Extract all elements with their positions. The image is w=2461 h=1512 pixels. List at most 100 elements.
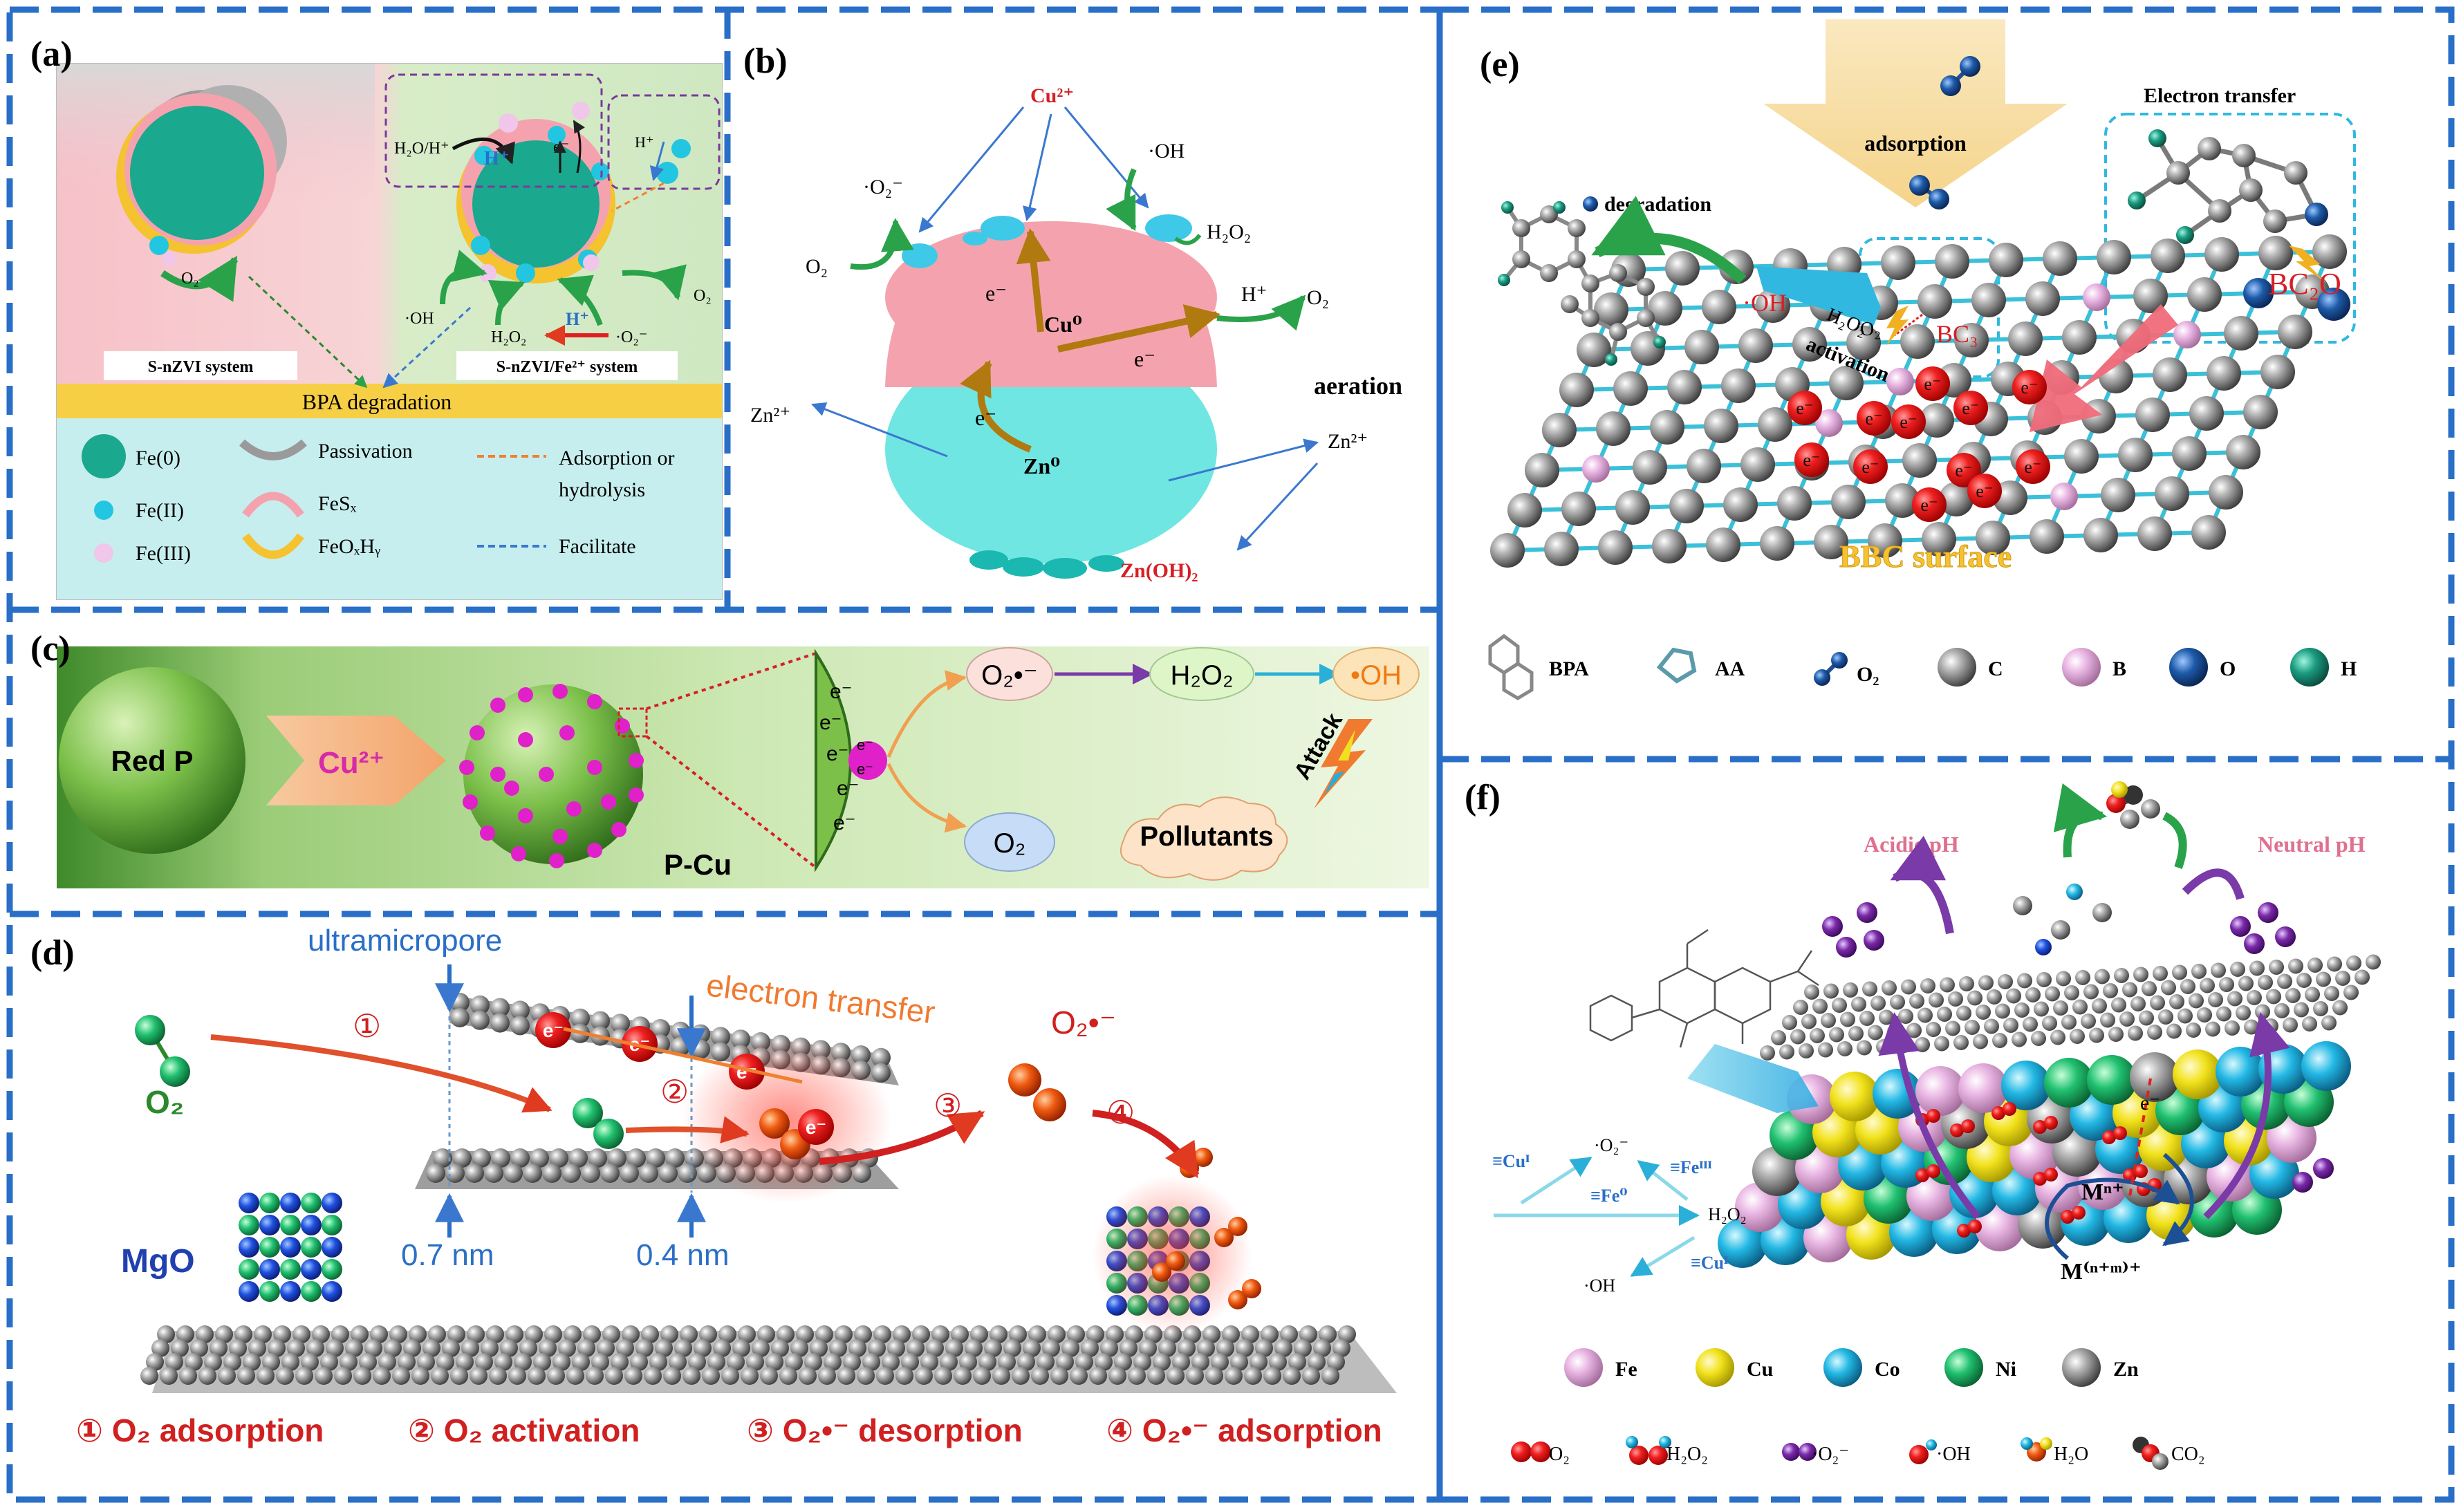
carbon-atom bbox=[2346, 955, 2361, 971]
carbon-atom bbox=[287, 1339, 305, 1357]
carbon-atom bbox=[926, 1339, 944, 1357]
carbon-atom bbox=[1909, 993, 1924, 1009]
panel-a-o2-right: O₂ bbox=[694, 287, 712, 305]
carbon-atom bbox=[210, 1339, 227, 1357]
carbon-atom bbox=[1929, 992, 1944, 1008]
carbon-atom bbox=[1917, 1007, 1933, 1023]
panel-e-electron-transfer: Electron transfer bbox=[2144, 84, 2296, 107]
pollutant-atom bbox=[2051, 920, 2070, 940]
carbon-atom bbox=[273, 1325, 291, 1343]
carbon-atom bbox=[1777, 486, 1812, 521]
carbon-atom bbox=[1613, 371, 1648, 406]
carbon-atom bbox=[1840, 1011, 1855, 1027]
pollutant-atom bbox=[2013, 896, 2032, 915]
carbon-atom bbox=[1959, 976, 1974, 991]
metal-atom bbox=[2173, 1049, 2222, 1099]
legend-passivation-label: Passivation bbox=[318, 440, 413, 463]
carbon-atom bbox=[523, 1164, 542, 1183]
electron-ball bbox=[1891, 404, 1926, 439]
electron-label: e⁻ bbox=[833, 812, 856, 834]
metal-atom bbox=[1958, 1063, 2008, 1113]
mgo-atom bbox=[259, 1259, 280, 1280]
carbon-atom bbox=[1081, 1339, 1099, 1357]
panel-b-zn2-left: Zn²⁺ bbox=[750, 404, 790, 427]
carbon-atom bbox=[1490, 533, 1525, 568]
carbon-atom bbox=[2053, 1000, 2068, 1016]
carbon-atom bbox=[2089, 1027, 2104, 1043]
panel-a-h: H⁺ bbox=[635, 133, 654, 151]
carbon-atom bbox=[2103, 983, 2118, 998]
legend-h2o2-icon bbox=[1659, 1436, 1671, 1448]
carbon-atom bbox=[445, 1164, 465, 1183]
carbon-atom bbox=[558, 1339, 576, 1357]
carbon-atom bbox=[876, 1367, 894, 1385]
carbon-atom bbox=[1542, 413, 1577, 447]
carbon-atom bbox=[470, 1010, 490, 1030]
legend-atom-zn bbox=[2062, 1348, 2101, 1387]
oxygen-molecule bbox=[1950, 1123, 1964, 1137]
carbon-atom bbox=[586, 1367, 604, 1385]
carbon-atom bbox=[452, 1148, 472, 1168]
carbon-atom bbox=[431, 1367, 449, 1385]
electron-label: e⁻ bbox=[2024, 457, 2041, 477]
carbon-atom bbox=[2133, 279, 2168, 313]
carbon-atom bbox=[2017, 973, 2032, 989]
mgo-atom bbox=[280, 1237, 301, 1258]
green-arrow bbox=[2162, 812, 2187, 870]
electron-label: e⁻ bbox=[1865, 409, 1882, 429]
carbon-atom bbox=[2208, 992, 2223, 1007]
aa-atom bbox=[2148, 129, 2166, 147]
electron-label: e⁻ bbox=[1796, 398, 1813, 418]
carbon-atom bbox=[340, 1353, 357, 1371]
carbon-atom bbox=[990, 1325, 1007, 1343]
oxygen-molecule bbox=[1968, 1220, 1982, 1233]
carbon-atom bbox=[1338, 1325, 1356, 1343]
carbon-atom bbox=[1965, 1020, 1980, 1035]
carbon-atom bbox=[331, 1325, 349, 1343]
carbon-atom bbox=[2111, 997, 2126, 1013]
electron-label: e⁻ bbox=[857, 760, 873, 778]
carbon-atom bbox=[2025, 281, 2060, 316]
carbon-atom bbox=[1133, 1353, 1151, 1371]
mgo-atom bbox=[322, 1237, 342, 1258]
step-number: ② bbox=[660, 1074, 689, 1110]
carbon-atom bbox=[525, 1325, 543, 1343]
carbon-atom bbox=[467, 1325, 485, 1343]
carbon-atom bbox=[1922, 522, 1956, 557]
carbon-atom bbox=[539, 1339, 557, 1357]
panel-d-dist2: 0.4 nm bbox=[636, 1238, 730, 1272]
panel-b-cu0: Cu⁰ bbox=[1044, 312, 1082, 337]
carbon-atom bbox=[2062, 320, 2097, 355]
carbon-atom bbox=[1042, 1339, 1060, 1357]
carbon-atom bbox=[1139, 1339, 1157, 1357]
carbon-atom bbox=[2072, 999, 2088, 1015]
boron-atom bbox=[1815, 409, 1843, 437]
legend-h2o-icon bbox=[2021, 1437, 2033, 1450]
carbon-atom bbox=[2166, 1023, 2182, 1039]
purple-arrow bbox=[2182, 868, 2245, 900]
oxygen-molecule bbox=[1961, 1119, 1975, 1133]
carbon-atom bbox=[373, 1367, 391, 1385]
superoxide-atom bbox=[1242, 1279, 1261, 1298]
carbon-atom bbox=[848, 1339, 866, 1357]
carbon-atom bbox=[1801, 1014, 1817, 1029]
carbon-atom bbox=[568, 1148, 588, 1168]
panel-c-p-cu: P-Cu bbox=[664, 848, 732, 881]
carbon-atom bbox=[533, 1353, 551, 1371]
carbon-atom bbox=[1687, 449, 1721, 483]
carbon-atom bbox=[472, 1148, 491, 1168]
legend-h2o2-icon bbox=[1649, 1446, 1668, 1465]
carbon-atom bbox=[649, 1353, 667, 1371]
step-label: ③ O₂•⁻ desorption bbox=[747, 1412, 1023, 1448]
oxygen-molecule bbox=[2044, 1116, 2058, 1130]
carbon-atom bbox=[1971, 283, 2006, 317]
cu-dot bbox=[518, 732, 533, 747]
carbon-atom bbox=[2003, 1018, 2018, 1033]
carbon-atom bbox=[1846, 326, 1881, 360]
carbon-atom bbox=[1804, 984, 1819, 1000]
carbon-atom bbox=[1230, 1353, 1248, 1371]
cu-dot bbox=[552, 829, 568, 844]
carbon-atom bbox=[727, 1353, 745, 1371]
carbon-atom bbox=[306, 1339, 324, 1357]
carbon-atom bbox=[857, 1367, 875, 1385]
